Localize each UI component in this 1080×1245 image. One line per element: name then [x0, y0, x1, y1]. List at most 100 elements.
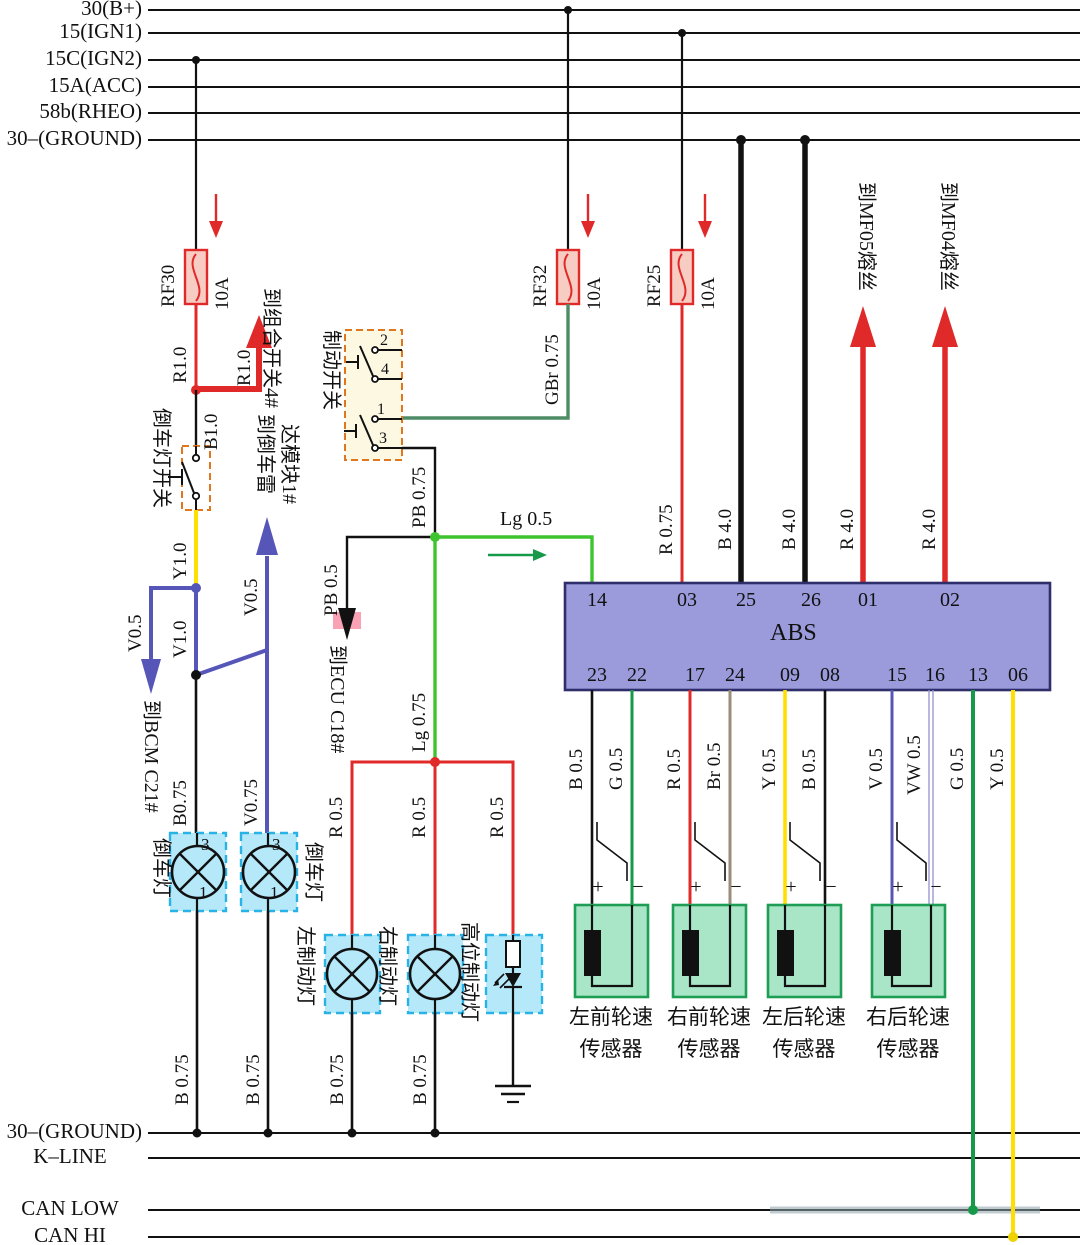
- sensor1-minus: −: [632, 876, 644, 898]
- wire-label-b40-a: B 4.0: [715, 508, 736, 550]
- abs-pin-23: 23: [587, 664, 607, 686]
- wire-label-lg05: Lg 0.5: [500, 508, 553, 530]
- abs-pin-25: 25: [736, 589, 756, 611]
- wire-label-pb075: PB 0.75: [409, 466, 430, 528]
- dest-radar-line1: 到倒车雷: [254, 414, 276, 494]
- brake-lamp-wiring: [333, 446, 594, 935]
- sensor3-plus: +: [785, 876, 797, 898]
- wire-label-s17: R 0.5: [664, 748, 685, 790]
- wire-label-gnd-b075-4: B 0.75: [410, 1054, 431, 1105]
- wire-label-pb05: PB 0.5: [321, 564, 342, 616]
- wire-label-can-low: G 0.5: [947, 747, 968, 790]
- sensor4-name-line2: 传感器: [876, 1037, 940, 1061]
- high-brake-lamp-label: 高位制动灯: [458, 922, 480, 1022]
- rail-label-ign2: 15C(IGN2): [45, 46, 142, 70]
- rf32-circuit: [402, 6, 595, 420]
- brake-switch-pin1: 1: [377, 401, 385, 418]
- wire-label-r40-b: R 4.0: [919, 508, 940, 550]
- brake-lamp-left-symbol: [323, 933, 382, 1015]
- reverse-lamp-left-pin1: 1: [199, 883, 208, 902]
- wire-label-gnd-b075-1: B 0.75: [172, 1054, 193, 1105]
- brake-lamp-grounds: [347, 1013, 531, 1138]
- wire-label-s16: VW 0.5: [904, 735, 925, 795]
- wire-label-s09: Y 0.5: [759, 748, 780, 790]
- wire-label-b075-lamp: B0.75: [170, 780, 191, 826]
- rail-label-ground-bottom: 30–(GROUND): [6, 1119, 142, 1143]
- brake-switch-pin4: 4: [381, 361, 389, 378]
- abs-pin-02: 02: [940, 589, 960, 611]
- rail-label-can-low: CAN LOW: [21, 1196, 119, 1220]
- rail-label-acc: 15A(ACC): [48, 73, 142, 97]
- rail-label-30b: 30(B+): [81, 0, 142, 20]
- reverse-lamp-grounds: [192, 911, 273, 1138]
- wire-label-gnd-b075-3: B 0.75: [327, 1054, 348, 1105]
- reverse-lamp-right-pin3: 3: [272, 835, 281, 854]
- reverse-switch-label: 倒车灯开关: [150, 408, 172, 508]
- sensor2-name-line2: 传感器: [677, 1037, 741, 1061]
- abs-pin-08: 08: [820, 664, 840, 686]
- brake-switch-label: 制动开关: [320, 330, 342, 410]
- reverse-lamp-switch-symbol: [168, 445, 211, 511]
- sensor1-name-line2: 传感器: [579, 1037, 643, 1061]
- high-mount-brake-lamp-symbol: [484, 933, 544, 1015]
- sensor3-name-line2: 传感器: [772, 1037, 836, 1061]
- wheel-speed-sensor-symbols: [573, 903, 947, 999]
- wire-label-y10: Y1.0: [170, 542, 191, 580]
- brake-switch-pin2: 2: [380, 332, 388, 349]
- abs-pin-13: 13: [968, 664, 988, 686]
- reverse-lamp-left-pin3: 3: [201, 835, 210, 854]
- sensor1-name-line1: 左前轮速: [569, 1005, 653, 1029]
- sensor3-minus: −: [825, 876, 837, 898]
- brake-lamp-right-symbol: [406, 933, 465, 1015]
- abs-pin-17: 17: [685, 664, 705, 686]
- wire-label-gnd-b075-2: B 0.75: [243, 1054, 264, 1105]
- bottom-bus-lines: [148, 1132, 1080, 1238]
- abs-supply-wires: [736, 135, 958, 583]
- sensor2-plus: +: [690, 876, 702, 898]
- abs-pin-15: 15: [887, 664, 907, 686]
- abs-pin-09: 09: [780, 664, 800, 686]
- rail-label-ground: 30–(GROUND): [6, 126, 142, 150]
- wire-label-lg075: Lg 0.75: [409, 692, 430, 752]
- twisted-pair-marks: [596, 822, 927, 881]
- abs-module-label: ABS: [770, 620, 817, 646]
- fuse-rf25-rating: 10A: [698, 277, 719, 310]
- rf30-circuit: [183, 56, 272, 446]
- wire-label-b10: B1.0: [201, 413, 222, 450]
- sensor3-name-line1: 左后轮速: [762, 1005, 846, 1029]
- abs-module-box: [563, 581, 1052, 692]
- brake-switch-pin3: 3: [379, 430, 387, 447]
- reverse-lamp-wiring: [141, 510, 278, 833]
- dest-combo-switch: 到组合开关4#: [260, 288, 282, 408]
- rf25-circuit: [669, 29, 712, 583]
- abs-pin-22: 22: [627, 664, 647, 686]
- brake-lamp-right-label: 右制动灯: [376, 926, 398, 1006]
- rail-label-kline: K–LINE: [33, 1144, 107, 1168]
- wire-label-s22: G 0.5: [606, 747, 627, 790]
- reverse-lamp-right-symbol: [239, 831, 299, 913]
- wire-label-v05-radar: V0.5: [241, 578, 262, 616]
- abs-pin-01: 01: [858, 589, 878, 611]
- wire-label-v075: V0.75: [241, 779, 262, 826]
- rail-label-rheo: 58b(RHEO): [39, 99, 142, 123]
- sensor2-minus: −: [730, 876, 742, 898]
- wire-label-r075: R 0.75: [656, 504, 677, 555]
- wire-label-s08: B 0.5: [799, 748, 820, 790]
- brake-lamp-left-label: 左制动灯: [294, 926, 316, 1006]
- wire-label-v10: V1.0: [170, 620, 191, 658]
- fuse-rf25-label: RF25: [644, 264, 665, 307]
- rail-label-ign1: 15(IGN1): [59, 19, 142, 43]
- reverse-lamp-left-label: 倒车灯: [150, 838, 172, 898]
- wire-label-r10-main: R1.0: [170, 346, 191, 383]
- sensor4-name-line1: 右后轮速: [866, 1005, 950, 1029]
- wire-label-s23: B 0.5: [566, 748, 587, 790]
- rail-label-can-hi: CAN HI: [34, 1223, 106, 1245]
- dest-mf05: 到MF05熔丝: [855, 182, 877, 291]
- sensor1-plus: +: [592, 876, 604, 898]
- abs-pin-24: 24: [725, 664, 745, 686]
- abs-pin-06: 06: [1008, 664, 1028, 686]
- abs-pin-03: 03: [677, 589, 697, 611]
- abs-pin-16: 16: [925, 664, 945, 686]
